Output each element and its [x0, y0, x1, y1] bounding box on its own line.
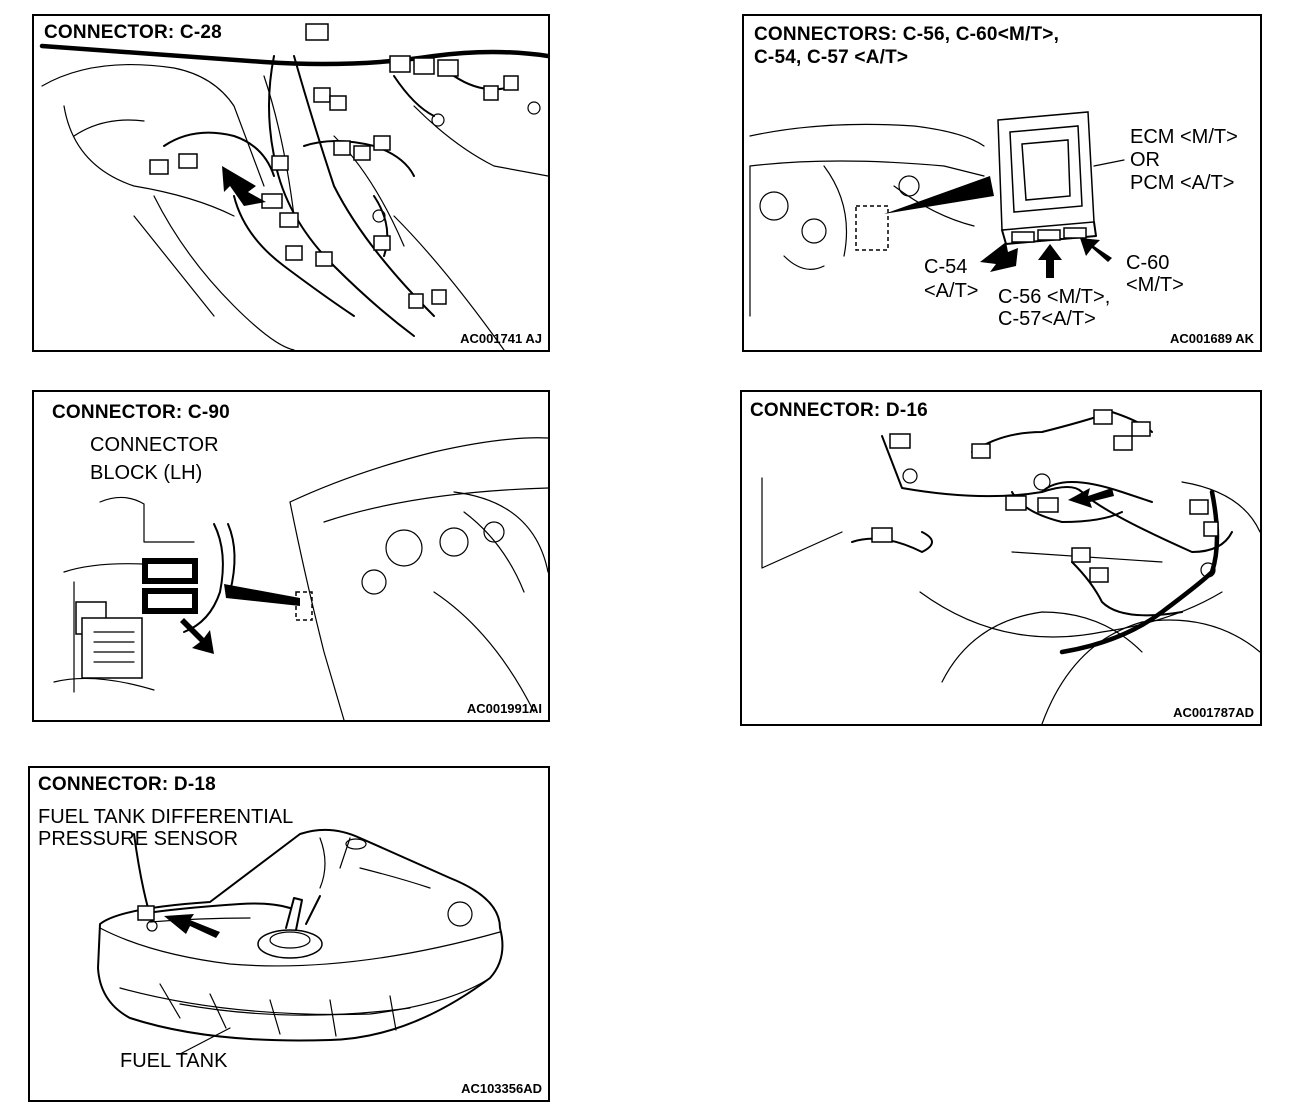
c90-connector-block-illustration: [53, 437, 548, 720]
c56-figure-code: AC001689 AK: [1169, 331, 1254, 346]
panel-connector-d18: CONNECTOR: D-18 FUEL TANK DIFFERENTIAL P…: [28, 766, 550, 1102]
c56-title-line1: CONNECTORS: C-56, C-60<M/T>,: [754, 24, 1060, 45]
sensor-label-line2: PRESSURE SENSOR: [38, 828, 239, 850]
ecm-label-line3: PCM <A/T>: [1130, 172, 1235, 194]
c54-label-line1: C-54: [924, 256, 968, 278]
d18-fuel-tank-illustration: [97, 828, 504, 1055]
fuel-tank-label: FUEL TANK: [120, 1050, 228, 1072]
c56-label-line2: C-57<A/T>: [998, 308, 1096, 330]
c90-title: CONNECTOR: C-90: [52, 402, 230, 423]
c28-wiring-illustration: [39, 23, 548, 350]
c28-title: CONNECTOR: C-28: [44, 22, 222, 43]
d18-figure-code: AC103356AD: [461, 1081, 542, 1096]
panel-connector-c90: CONNECTOR: C-90 CONNECTOR BLOCK (LH) AC0…: [32, 390, 550, 722]
ecm-label-line2: OR: [1130, 149, 1160, 171]
c56-label-line1: C-56 <M/T>,: [998, 286, 1111, 308]
c60-label-line1: C-60: [1126, 252, 1170, 274]
connector-block-label-line2: BLOCK (LH): [90, 462, 203, 484]
d18-title: CONNECTOR: D-18: [38, 774, 216, 795]
c90-figure-code: AC001991AI: [466, 701, 542, 716]
panel-connectors-c56-c60-c54-c57: CONNECTORS: C-56, C-60<M/T>, C-54, C-57 …: [742, 14, 1262, 352]
panel-connector-d16: CONNECTOR: D-16 AC001787AD: [740, 390, 1262, 726]
d16-title: CONNECTOR: D-16: [750, 400, 928, 421]
d16-harness-illustration: [761, 409, 1260, 724]
c60-label-line2: <M/T>: [1126, 274, 1184, 296]
connector-block-label-line1: CONNECTOR: [90, 434, 219, 456]
c28-figure-code: AC001741 AJ: [460, 331, 542, 346]
c54-label-line2: <A/T>: [924, 280, 979, 302]
sensor-label-line1: FUEL TANK DIFFERENTIAL: [38, 806, 294, 828]
ecm-pcm-illustration: [749, 111, 1125, 317]
ecm-label-line1: ECM <M/T>: [1130, 126, 1238, 148]
panel-connector-c28: CONNECTOR: C-28 AC001741 AJ: [32, 14, 550, 352]
c56-title-line2: C-54, C-57 <A/T>: [754, 47, 909, 68]
d16-figure-code: AC001787AD: [1173, 705, 1254, 720]
